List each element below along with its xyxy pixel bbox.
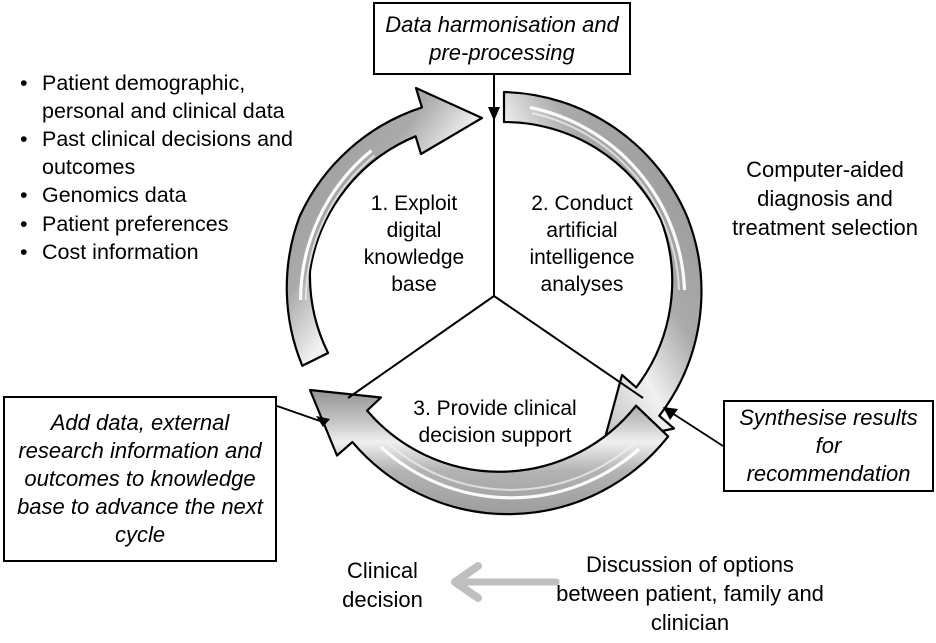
annotation-label: Computer-aided diagnosis and treatment s… xyxy=(732,157,918,240)
box-add-data-knowledge-base: Add data, external research information … xyxy=(3,396,277,562)
list-item-label: Patient preferences xyxy=(42,211,229,236)
list-item: • Past clinical decisions and outcomes xyxy=(6,126,326,181)
connector-top xyxy=(488,75,500,121)
list-item-label: Genomics data xyxy=(42,183,187,207)
list-item: • Cost information xyxy=(6,239,326,267)
list-item-label: Patient demographic, personal and clinic… xyxy=(42,71,285,123)
connector-left xyxy=(276,405,330,427)
box-top-label: Data harmonisation and pre-processing xyxy=(385,11,619,65)
cycle-segment-2-label: 2. Conduct artificial intelligence analy… xyxy=(512,190,652,298)
segment-label-text: 1. Exploit digital knowledge base xyxy=(363,192,465,296)
box-synthesise-results: Synthesise results for recommendation xyxy=(723,400,934,492)
discussion-to-decision-arrow xyxy=(451,562,560,602)
connector-right xyxy=(663,407,724,447)
list-item: • Patient preferences xyxy=(6,211,326,239)
list-item: • Patient demographic, personal and clin… xyxy=(6,70,326,125)
bullet-icon: • xyxy=(20,183,28,207)
bullet-icon: • xyxy=(20,127,28,151)
list-item: • Genomics data xyxy=(6,182,326,210)
bullet-icon: • xyxy=(20,71,28,95)
box-data-harmonisation: Data harmonisation and pre-processing xyxy=(373,2,631,75)
list-item-label: Cost information xyxy=(42,240,199,264)
bullet-icon: • xyxy=(20,240,28,264)
annotation-computer-aided-diagnosis: Computer-aided diagnosis and treatment s… xyxy=(716,155,934,242)
segment-dividers xyxy=(347,118,644,399)
cycle-segment-1-label: 1. Exploit digital knowledge base xyxy=(344,190,484,298)
annotation-label: Discussion of options between patient, f… xyxy=(556,552,824,635)
segment-label-text: 2. Conduct artificial intelligence analy… xyxy=(529,192,635,296)
bullet-icon: • xyxy=(20,211,28,236)
cycle-segment-3-label: 3. Provide clinical decision support xyxy=(385,395,605,449)
segment-label-text: 3. Provide clinical decision support xyxy=(413,397,577,447)
cycle-arrow-2 xyxy=(502,90,703,445)
cycle-arrow-1 xyxy=(285,86,484,367)
annotation-label: Clinical decision xyxy=(342,558,423,612)
input-data-list: • Patient demographic, personal and clin… xyxy=(6,70,326,268)
box-left-label: Add data, external research information … xyxy=(17,410,263,547)
box-right-label: Synthesise results for recommendation xyxy=(739,405,918,486)
cycle-arrow-3 xyxy=(308,388,670,516)
list-item-label: Past clinical decisions and outcomes xyxy=(42,127,293,179)
annotation-discussion-of-options: Discussion of options between patient, f… xyxy=(545,550,835,637)
annotation-clinical-decision: Clinical decision xyxy=(320,556,445,614)
